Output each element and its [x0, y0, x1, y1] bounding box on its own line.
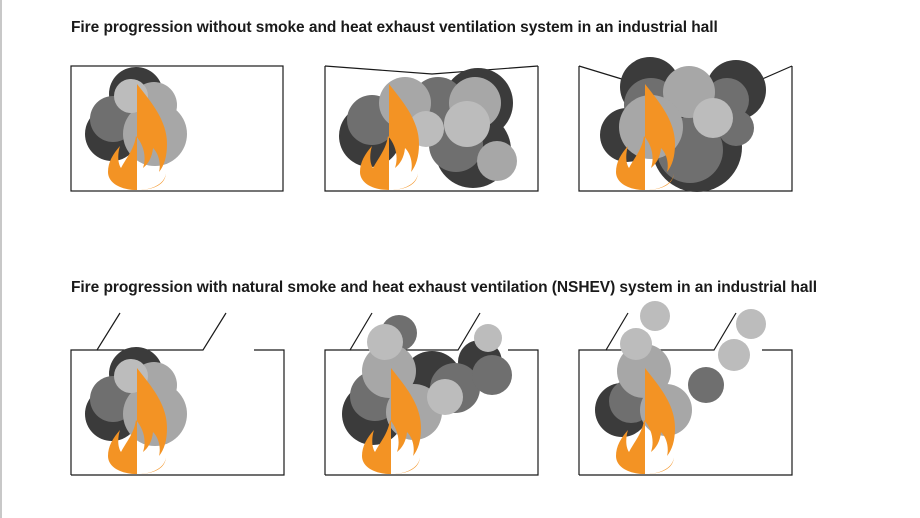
hall-bottom-2 — [324, 312, 539, 476]
heading-with-nshev: Fire progression with natural smoke and … — [71, 279, 818, 296]
smoke-cloud-icon — [342, 315, 512, 445]
hall-top-3 — [578, 57, 793, 192]
hall-outline — [70, 65, 284, 192]
smoke-cloud-icon — [595, 301, 766, 437]
smoke-cloud-icon — [339, 68, 517, 188]
hall-bottom-1 — [70, 312, 285, 476]
hall-bottom-3 — [578, 301, 793, 476]
left-border-rule — [0, 0, 2, 518]
hall-top-2 — [324, 65, 539, 192]
closed-hall-icon — [324, 65, 539, 192]
closed-hall-icon — [578, 65, 793, 192]
heading-without-ventilation: Fire progression without smoke and heat … — [71, 19, 718, 36]
smoke-cloud-icon — [600, 57, 766, 192]
hall-top-1 — [70, 65, 284, 192]
